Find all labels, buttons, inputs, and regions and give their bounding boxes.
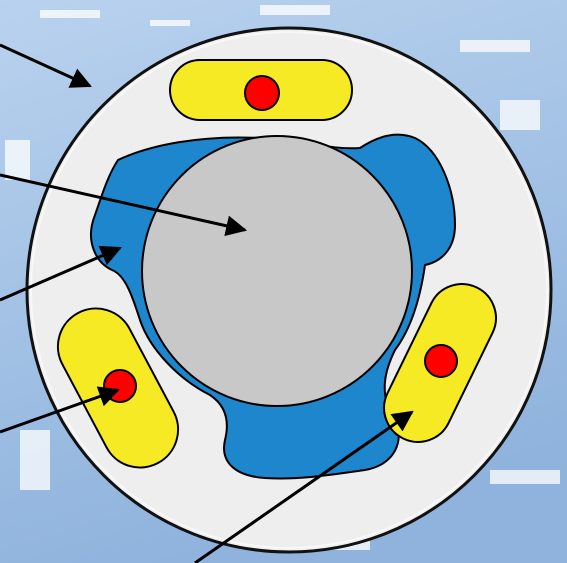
center-core (142, 136, 412, 406)
red-dot-right (425, 345, 457, 377)
red-dot-top (245, 76, 279, 110)
red-dot-left (104, 370, 136, 402)
